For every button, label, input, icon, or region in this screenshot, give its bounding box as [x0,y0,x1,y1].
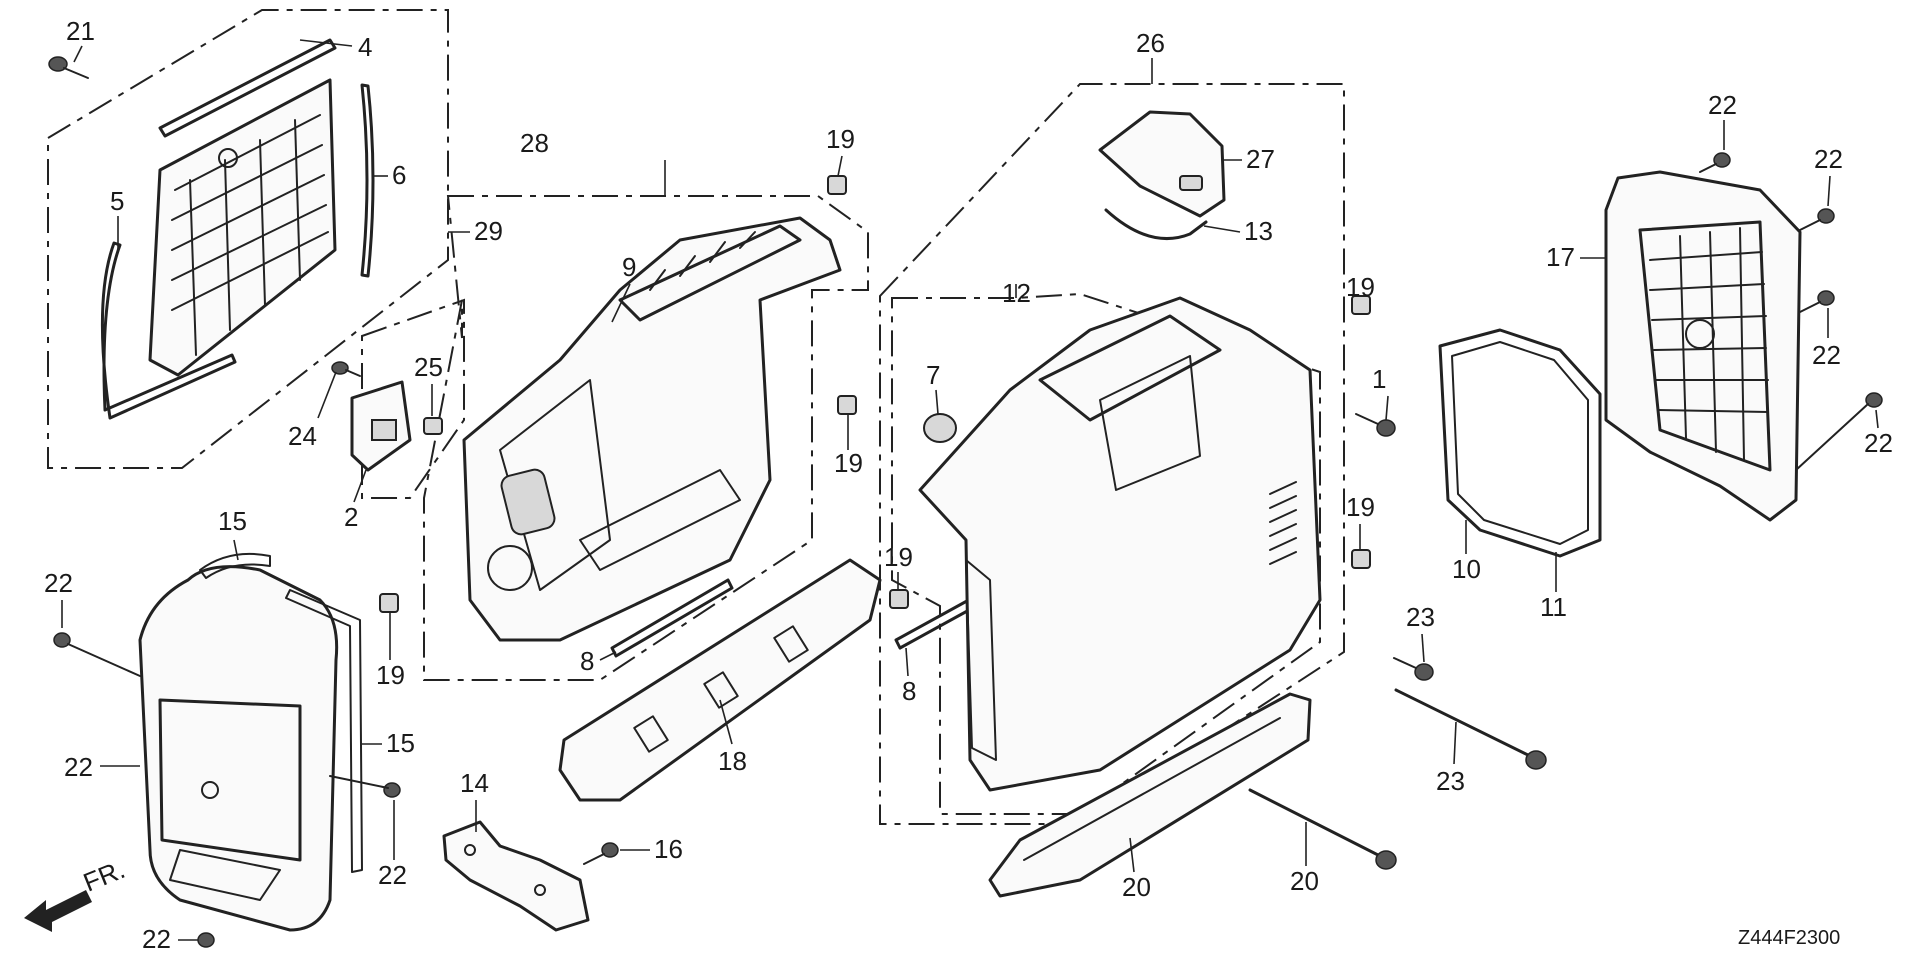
leader-8-b [905,647,909,677]
group-7-outline [891,292,1321,815]
callout-9: 9 [622,252,636,282]
bolt-23 [1355,413,1434,681]
leader-18 [719,699,733,745]
leader-19-a [837,155,843,177]
lower-cover-18 [558,558,882,802]
rear-cover-10 [1604,170,1802,522]
callout-21: 21 [66,16,95,46]
leader-4 [299,39,353,47]
front-grille-panel [148,78,337,377]
callout-1: 7 [926,360,940,390]
group-27-outline [879,83,1345,825]
leader-9 [611,283,631,323]
callout-8-b: 8 [902,676,916,706]
leader-1 [935,389,939,415]
callout-19-a: 19 [826,124,855,154]
wire-12 [1104,208,1208,241]
clip-25 [423,417,443,435]
bracket-2 [350,380,412,472]
front-cover-14 [138,565,339,932]
cap-13 [1098,110,1226,218]
callout-6: 6 [392,160,406,190]
bracket-16 [442,820,590,932]
drawing-code: Z444F2300 [1738,927,1840,949]
seal-strip-4 [158,38,337,138]
callout-22-d: 22 [1708,90,1737,120]
long-bolt-20 [1248,688,1547,870]
callout-8-a: 8 [580,646,594,676]
callout-5: 5 [110,186,124,216]
leader-22-e [1827,175,1831,207]
callout-19-e: 19 [1346,272,1375,302]
callout-23-b: 23 [1406,602,1435,632]
callout-16: 14 [460,768,489,798]
callout-4: 4 [358,32,372,62]
callout-22-f: 22 [1812,340,1841,370]
gasket-15-side [285,589,363,873]
bolt-22-rear [1699,152,1883,471]
group-28-outline [423,195,869,681]
bolt-22 [53,632,401,948]
callout-22-g: 22 [1864,428,1893,458]
callout-29: 29 [474,216,503,246]
callout-15-b: 15 [386,728,415,758]
bolt-26 [583,842,619,865]
callout-22-c: 22 [142,924,171,954]
callout-23-a: 1 [1372,364,1386,394]
leader-12 [1203,225,1241,233]
leader-20-a [1453,721,1457,765]
seal-strip-5 [100,241,237,420]
callout-26: 16 [654,834,683,864]
group-2-outline [361,298,465,499]
callout-27: 26 [1136,28,1165,58]
leader-24 [317,371,337,419]
front-marker-label: FR. [79,854,129,898]
seal-strip-6 [360,83,375,278]
callout-2: 2 [344,502,358,532]
callout-22-e: 22 [1814,144,1843,174]
callout-20-b: 20 [1290,866,1319,896]
main-frame-9 [462,216,842,642]
clip-19 [379,175,1371,613]
callout-25: 25 [414,352,443,382]
callout-19-f: 19 [1346,492,1375,522]
leader-8-a [599,651,617,661]
bolt-24 [331,361,361,377]
lower-cover-17 [988,692,1312,898]
callout-14: 22 [64,752,93,782]
gasket-11 [1438,328,1602,558]
leader-2 [353,469,367,503]
callout-11-a: 10 [1452,554,1481,584]
leader-17 [1129,837,1135,873]
callout-18: 18 [718,746,747,776]
group-29-outline [47,9,449,469]
side-cover-7 [918,296,1322,792]
callout-22-b: 22 [378,860,407,890]
callout-28: 28 [520,128,549,158]
callout-12: 13 [1244,216,1273,246]
callout-17: 20 [1122,872,1151,902]
callout-15-a: 15 [218,506,247,536]
callout-19-b: 19 [834,448,863,478]
callout-19-c: 19 [376,660,405,690]
leader-23-b [1421,633,1425,663]
callout-20-a: 23 [1436,766,1465,796]
leader-22-g [1875,409,1879,429]
leader-15-a [233,539,239,561]
gasket-15-top [199,552,271,579]
leader-21 [73,45,83,63]
grommet-1 [923,413,957,443]
front-direction-arrow: FR. [24,854,129,932]
bolt-21 [48,56,89,79]
leader-23-a [1385,395,1389,421]
callout-13: 27 [1246,144,1275,174]
callout-19-d: 19 [884,542,913,572]
callout-24: 24 [288,421,317,451]
callout-11-b: 11 [1540,592,1567,622]
callout-22-a: 22 [44,568,73,598]
callout-10: 17 [1546,242,1575,272]
